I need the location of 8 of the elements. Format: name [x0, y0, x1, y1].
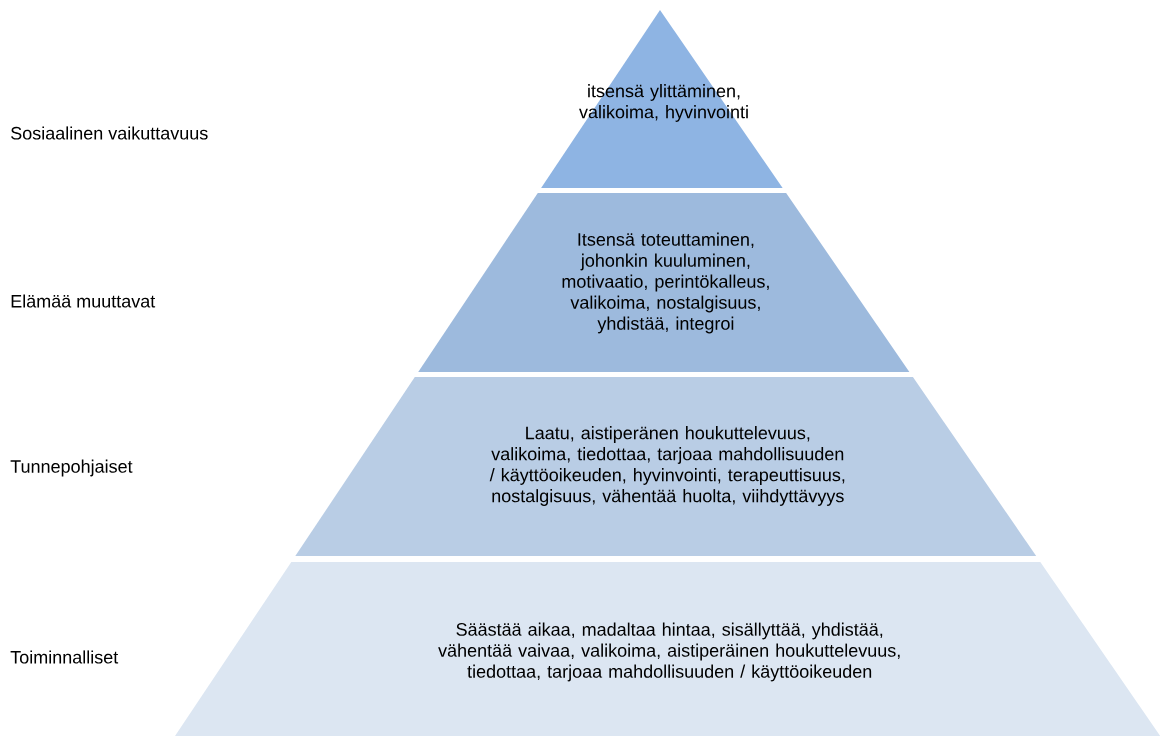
- pyramid-level: Säästää aikaa, madaltaa hintaa, sisällyttää, yhdistää, vähentää vaivaa, valikoima, aistiperäinen houkuttelevuus, tiedottaa, tarjoaa mahdollisuuden / käyttöoikeuden: [175, 562, 1161, 736]
- pyramid-level: itsensä ylittäminen, valikoima, hyvinvointi: [541, 10, 783, 188]
- level-label: Toiminnalliset: [10, 650, 119, 664]
- level-label: Tunnepohjaiset: [10, 459, 133, 477]
- pyramid-level: Itsensä toteuttaminen, johonkin kuuluminen, motivaatio, perintökalleus, valikoima, nostalgisuus, yhdistää, integroi: [418, 193, 910, 372]
- pyramid-level: Laatu, aistiperänen houkuttelevuus, valikoima, tiedottaa, tarjoaa mahdollisuuden / käyttöoikeuden, hyvinvointi, terapeuttisuus, nostalgisuus, vähentää huolta, viihdyttävyys: [295, 377, 1037, 556]
- level-label: Elämää muuttavat: [11, 294, 156, 308]
- level-label: Sosiaalinen vaikuttavuus: [11, 126, 208, 140]
